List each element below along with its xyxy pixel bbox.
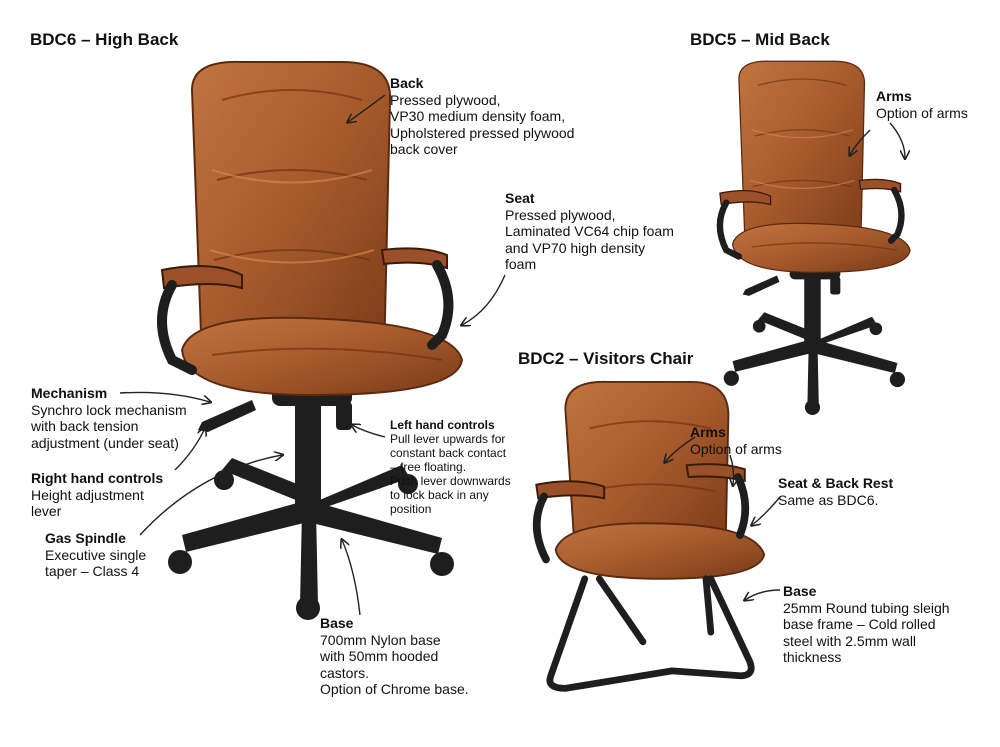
note-line: constant back contact [390,446,507,460]
note-line: Option of arms [876,104,968,121]
note-heading: Seat [505,190,535,206]
note-line: steel with 2.5mm wall [783,632,917,649]
note-line: position [390,502,432,516]
note-heading: Base [783,583,817,599]
note-line: Same as BDC6. [778,491,879,508]
bdc5-title: BDC5 – Mid Back [690,30,830,49]
note-heading: Left hand controls [390,418,495,432]
right-hand-controls-note: Right hand controls Height adjustment le… [31,470,163,520]
note-line: taper – Class 4 [45,563,140,579]
note-heading: Right hand controls [31,470,164,486]
note-line: Pressed plywood, [505,206,616,223]
note-line: Option of Chrome base. [320,681,469,697]
note-line: back cover [390,141,458,157]
note-line: Upholstered pressed plywood [390,124,575,141]
mechanism-note: Mechanism Synchro lock mechanism with ba… [31,385,187,451]
bdc6-title: BDC6 – High Back [30,30,179,49]
bdc5-arms-note: Arms Option of arms [876,88,968,121]
note-line: adjustment (under seat) [31,434,179,451]
bdc2-seat-back-note: Seat & Back Rest Same as BDC6. [778,475,893,508]
note-line: castors. [320,664,370,681]
bdc2-base-note: Base 25mm Round tubing sleigh base frame… [783,583,950,666]
note-line: Executive single [45,546,147,563]
note-line: Push lever downwards [390,474,511,488]
note-heading: Arms [690,424,726,440]
note-heading: Base [320,615,354,631]
note-line: with 50mm hooded [320,648,439,664]
note-heading: Gas Spindle [45,530,126,546]
note-heading: Seat & Back Rest [778,475,894,491]
note-line: base frame – Cold rolled [783,616,936,632]
note-line: Synchro lock mechanism [31,401,187,418]
note-line: Height adjustment [31,486,144,503]
note-line: lever [31,503,62,519]
left-hand-controls-note: Left hand controls Pull lever upwards fo… [390,418,511,516]
bdc2-title: BDC2 – Visitors Chair [518,349,694,368]
base-note: Base 700mm Nylon base with 50mm hooded c… [320,615,469,698]
note-line: Laminated VC64 chip foam [505,223,674,239]
note-line: Option of arms [690,440,782,457]
back-note: Back Pressed plywood, VP30 medium densit… [390,75,574,158]
note-line: 700mm Nylon base [320,631,441,648]
note-line: Pull lever upwards for [390,432,506,446]
annotation-arrows [119,94,905,616]
note-line: to lock back in any [390,488,489,502]
note-heading: Mechanism [31,385,108,401]
note-line: VP30 medium density foam, [390,108,566,124]
gas-spindle-note: Gas Spindle Executive single taper – Cla… [45,530,146,580]
note-heading: Back [390,75,424,91]
note-line: thickness [783,649,842,665]
note-line: Pressed plywood, [390,91,501,108]
note-line: with back tension [31,418,139,434]
note-heading: Arms [876,88,912,104]
note-line: 25mm Round tubing sleigh [783,599,950,616]
bdc2-arms-note: Arms Option of arms [690,424,782,457]
seat-note: Seat Pressed plywood, Laminated VC64 chi… [505,190,674,273]
note-line: and VP70 high density [505,239,646,256]
note-line: – free floating. [390,460,467,474]
note-line: foam [505,256,537,272]
